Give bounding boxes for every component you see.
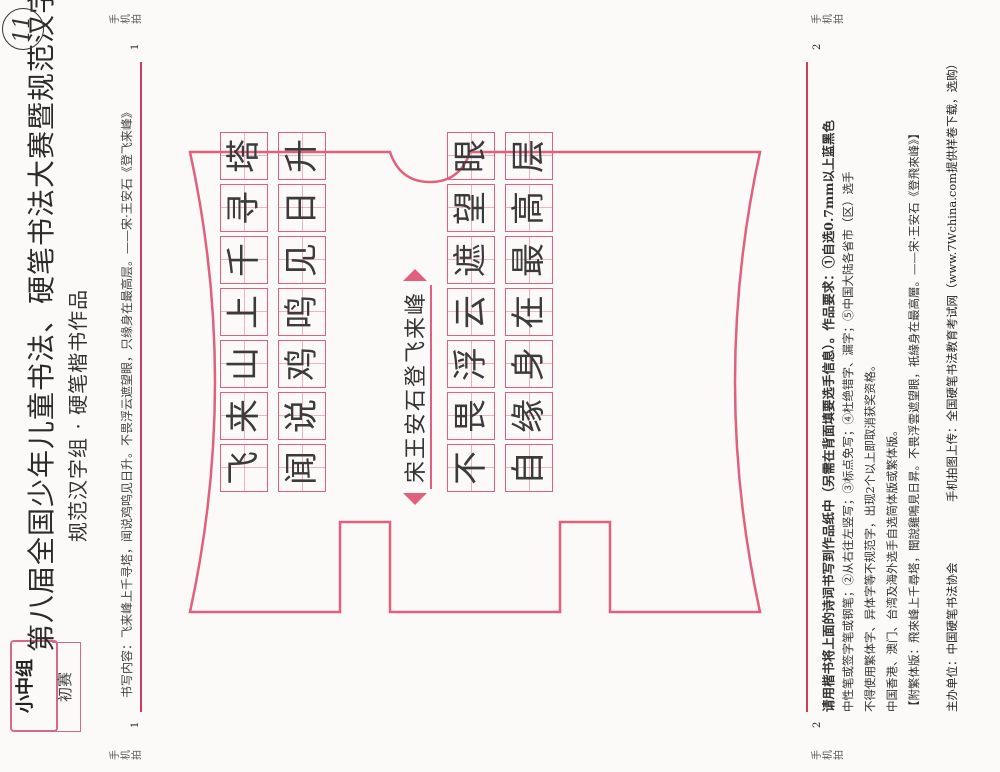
grid-cell: 闻 [278,444,326,492]
group-label: 小中组 [10,640,58,732]
marker-top-right: 1 [130,43,141,50]
grid-cell: 眼 [447,132,495,180]
organizer: 主办单位：中国硬笔书法协会 [945,562,959,713]
band-right-marker [403,269,427,281]
grid-cell: 浮 [447,340,495,388]
marker-bottom-right: 2 [812,43,823,50]
grid-cell: 升 [278,132,326,180]
grid-cell: 上 [220,288,268,336]
grid-cell: 遮 [447,236,495,284]
corner-label-bottom-right: 手机拍 [812,14,845,24]
grid-cell: 鸡 [278,340,326,388]
grid-cell: 最 [505,236,553,284]
stage-label: 初赛 [52,642,81,732]
grid-cell: 身 [505,340,553,388]
decorative-frame [188,150,762,614]
grid-cell: 望 [447,184,495,232]
upload-info: 手机拍图上传：全国硬笔书法教育考试网（www.7Wchina.com提供样卷下载… [945,57,959,502]
corner-label-top-right: 手机拍 [110,14,143,24]
page-subtitle: 规范汉字组 · 硬笔楷书作品 [66,288,90,542]
grid-cell: 在 [505,288,553,336]
marker-top-left: 1 [130,721,141,728]
grid-cell: 畏 [447,392,495,440]
grid-cell: 见 [278,236,326,284]
writing-content: 书写内容：飞来峰上千寻塔，闻说鸡鸣见日升。不畏浮云遮望眼，只缘身在最高层。——宋… [120,106,134,698]
grid-cell: 日 [278,184,326,232]
corner-label-bottom-left: 手机拍 [812,750,845,760]
grid-cell: 山 [220,340,268,388]
instruction-line-4: 中国香港、澳门、台湾及海外选手自选简体版或繁体版。 [885,424,899,713]
band-left-marker [403,493,427,506]
grid-cell: 飞 [220,444,268,492]
grid-cell: 高 [505,184,553,232]
grid-cell: 千 [220,236,268,284]
corner-label-top-left: 手机拍 [110,750,143,760]
grid-cell: 不 [447,444,495,492]
top-divider [140,62,142,712]
grid-cell: 塔 [220,132,268,180]
instruction-line-2: 中性笔或签字笔或钢笔；②从右往左竖写；③标点免写；④杜绝错字、漏字；⑤中国大陆各… [841,171,855,713]
marker-bottom-left: 2 [812,721,823,728]
grid-cell: 自 [505,444,553,492]
instruction-line-5: 【附繁体版：飛來峰上千尋塔，聞說雞鳴見日昇。不畏浮雲遮望眼，祇緣身在最高層。——… [907,127,921,712]
grid-cell: 寻 [220,184,268,232]
grid-cell: 说 [278,392,326,440]
grid-cell: 缘 [505,392,553,440]
instruction-line-1: 请用楷书将上面的诗词书写到作品纸中（另需在背面填要选手信息）。作品要求：①自选0… [821,120,836,712]
grid-cell: 层 [505,132,553,180]
title-band: 宋王安石登飞来峰 [398,252,432,522]
bottom-divider [806,62,808,712]
sheet-number: 11 [2,8,44,50]
grid-cell: 云 [447,288,495,336]
grid-cell: 来 [220,392,268,440]
page-title: 第八届全国少年儿童书法、硬笔书法大赛暨规范汉字书写大赛 [25,0,58,652]
instruction-line-3: 不得使用繁体字、异体字等不规范字，出现2个以上即取消获奖资格。 [863,359,877,712]
grid-cell: 鸣 [278,288,326,336]
band-text: 宋王安石登飞来峰 [398,285,432,490]
